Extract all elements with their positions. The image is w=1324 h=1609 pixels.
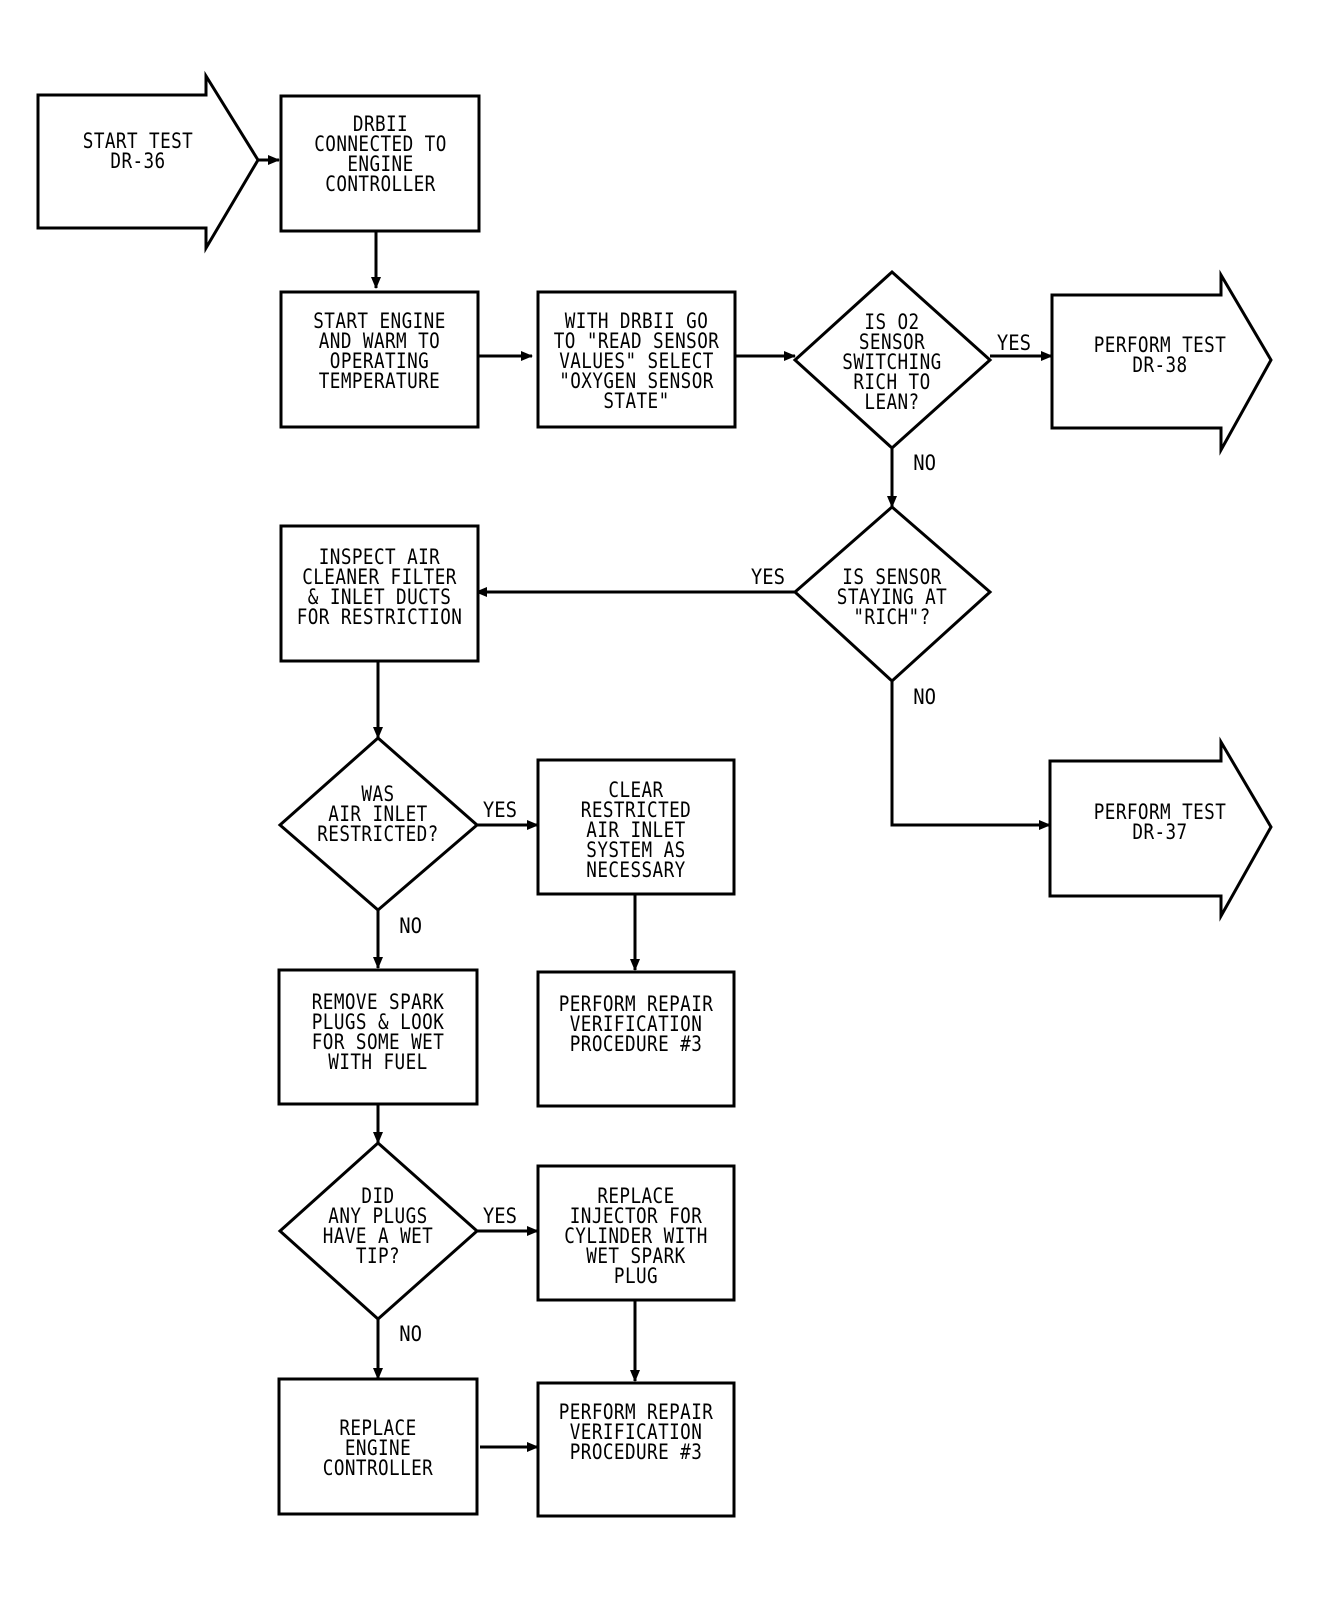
wet-diamond: [277, 1140, 480, 1322]
rich-diamond: [792, 505, 993, 684]
inlet-yes-label: YES: [482, 798, 518, 822]
dr37-label: PERFORM TEST DR-37: [1093, 800, 1227, 844]
wet-no-label: NO: [399, 1322, 423, 1346]
switch-question: IS O2 SENSOR SWITCHING RICH TO LEAN?: [842, 310, 942, 414]
spark-label: REMOVE SPARK PLUGS & LOOK FOR SOME WET W…: [311, 990, 445, 1074]
switch-no-label: NO: [913, 451, 937, 475]
connect-box: [279, 94, 481, 233]
controller-box: [277, 1377, 479, 1516]
connect-label: DRBII CONNECTED TO ENGINE CONTROLLER: [314, 112, 447, 196]
verify1-box: [536, 970, 736, 1108]
verify1-label: PERFORM REPAIR VERIFICATION PROCEDURE #3: [558, 992, 714, 1056]
dr38-label: PERFORM TEST DR-38: [1093, 333, 1227, 377]
clear-label: CLEAR RESTRICTED AIR INLET SYSTEM AS NEC…: [580, 778, 692, 882]
inspect-label: INSPECT AIR CLEANER FILTER & INLET DUCTS…: [296, 545, 463, 629]
verify2-box: [536, 1381, 736, 1518]
read-label: WITH DRBII GO TO "READ SENSOR VALUES" SE…: [553, 309, 720, 413]
clear-box: [536, 758, 736, 896]
wet-question: DID ANY PLUGS HAVE A WET TIP?: [322, 1184, 434, 1268]
read-box: [536, 290, 737, 429]
switch-diamond: [792, 269, 993, 451]
edge-rich-dr37: [890, 681, 1051, 830]
injector-box: [536, 1164, 736, 1302]
inspect-box: [279, 524, 480, 663]
inlet-diamond: [277, 735, 480, 912]
inlet-no-label: NO: [399, 914, 423, 938]
switch-yes-label: YES: [996, 331, 1032, 355]
warm-label: START ENGINE AND WARM TO OPERATING TEMPE…: [313, 309, 446, 393]
dr38-arrow-shape: [1050, 269, 1273, 456]
rich-no-label: NO: [913, 685, 937, 709]
warm-box: [279, 290, 480, 429]
start-arrow-shape: [36, 70, 260, 254]
start-test-label: START TEST DR-36: [82, 129, 194, 173]
spark-box: [277, 968, 479, 1106]
controller-label: REPLACE ENGINE CONTROLLER: [322, 1416, 434, 1480]
inlet-question: WAS AIR INLET RESTRICTED?: [317, 782, 439, 846]
injector-label: REPLACE INJECTOR FOR CYLINDER WITH WET S…: [564, 1184, 708, 1288]
dr37-arrow-shape: [1048, 736, 1273, 922]
verify2-label: PERFORM REPAIR VERIFICATION PROCEDURE #3: [558, 1400, 714, 1464]
rich-question: IS SENSOR STAYING AT "RICH"?: [836, 565, 948, 629]
wet-yes-label: YES: [482, 1204, 518, 1228]
rich-yes-label: YES: [750, 565, 786, 589]
